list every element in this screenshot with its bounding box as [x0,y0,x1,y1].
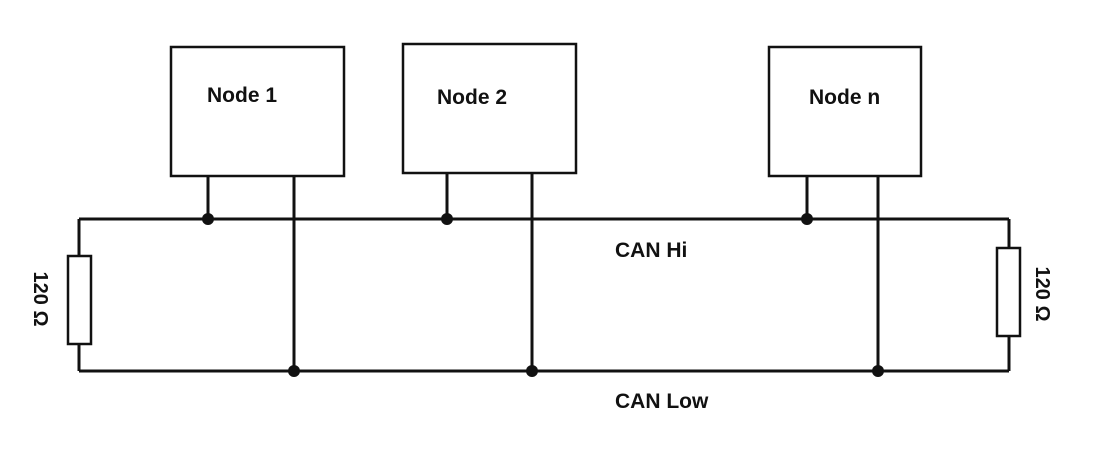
can-low-label: CAN Low [615,390,709,413]
right-terminator-resistor [995,246,1022,338]
right-terminator-label: 120 Ω [1031,267,1053,322]
node-n-hi-junction [801,213,813,225]
node-1-hi-junction [202,213,214,225]
node-n-low-junction [872,365,884,377]
left-terminator-resistor [66,254,93,346]
node-2-low-junction [526,365,538,377]
node-2-box [401,42,578,175]
node-n-label: Node n [809,86,880,109]
node-n-box [767,45,923,178]
node-1-box [169,45,346,178]
left-terminator-label: 120 Ω [29,272,51,327]
can-hi-label: CAN Hi [615,239,687,262]
node-2-hi-junction [441,213,453,225]
node-1-label: Node 1 [207,84,277,107]
node-1-low-junction [288,365,300,377]
node-2-label: Node 2 [437,86,507,109]
